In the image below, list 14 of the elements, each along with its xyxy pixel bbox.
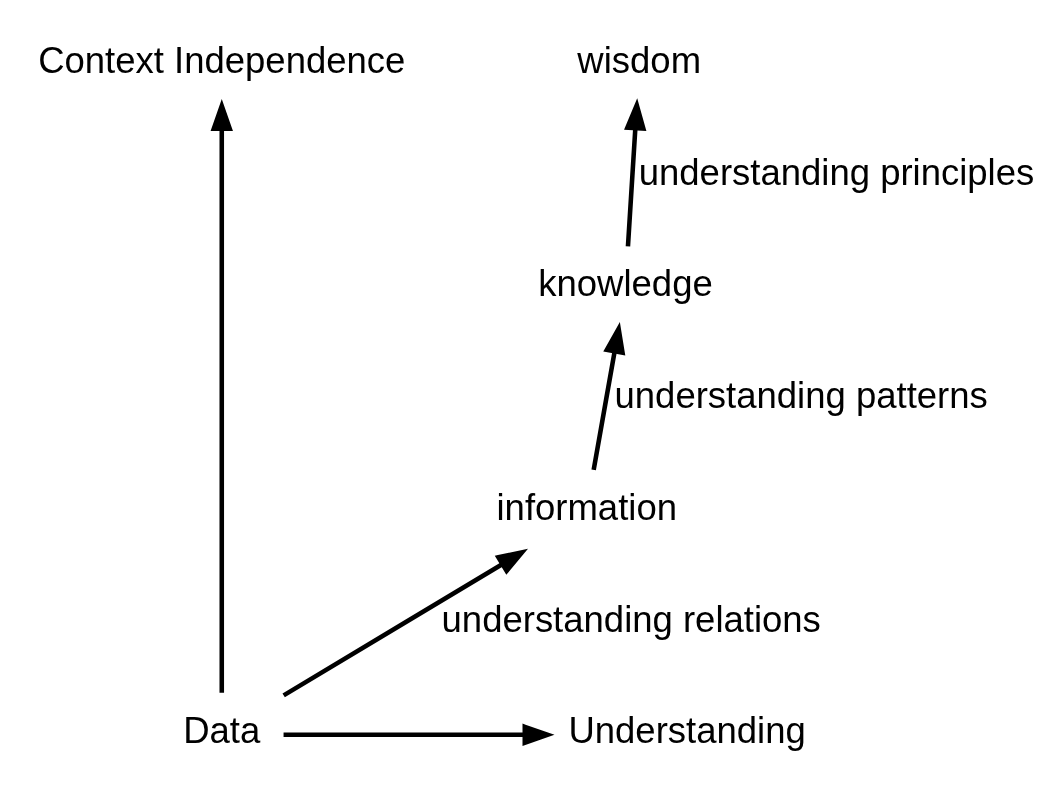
- arrow: [210, 98, 233, 693]
- edge-label: understanding principles: [638, 151, 1035, 193]
- arrow: [624, 97, 647, 246]
- arrow: [283, 723, 555, 746]
- node-text: Data: [183, 709, 261, 751]
- edge-label: understanding patterns: [614, 374, 988, 416]
- arrow: [591, 321, 626, 470]
- node-text: knowledge: [538, 262, 713, 304]
- arrow: [282, 548, 528, 697]
- node-text: Context Independence: [38, 39, 406, 81]
- node-text: information: [496, 486, 677, 528]
- node-text: wisdom: [577, 39, 702, 81]
- edge-label: understanding relations: [441, 598, 821, 640]
- node-text: Understanding: [568, 709, 806, 751]
